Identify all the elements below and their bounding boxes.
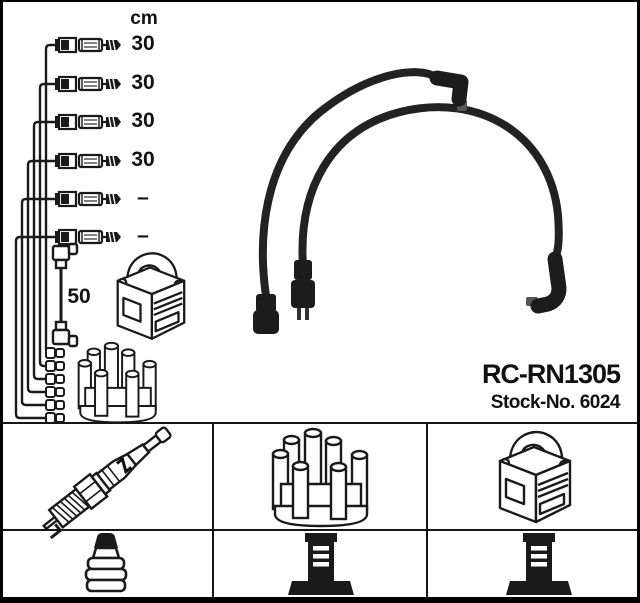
ignition-cable-short	[253, 68, 469, 334]
product-codes: RC-RN1305 Stock-No. 6024	[481, 359, 621, 414]
frame-border	[0, 0, 3, 603]
coil-terminal-icon	[288, 533, 354, 595]
table-column-divider	[426, 424, 428, 597]
spark-plug-boot-icon	[84, 533, 128, 593]
table-column-divider	[212, 424, 214, 597]
stock-number: Stock-No. 6024	[490, 392, 621, 414]
frame-border	[0, 597, 640, 603]
distributor-cap-icon	[77, 341, 157, 424]
table-border-top	[3, 422, 637, 424]
distributor-terminals	[45, 347, 65, 424]
table-row-divider	[3, 529, 637, 531]
spark-plug-icon	[42, 426, 172, 540]
coil-wire	[51, 242, 79, 348]
distributor-cap-icon	[271, 427, 369, 528]
cable-connector	[53, 152, 123, 170]
frame-border	[0, 0, 640, 2]
frame-border	[637, 0, 640, 603]
cable-connector	[53, 75, 123, 93]
ignition-coil-icon	[116, 252, 186, 340]
cable-photo	[253, 68, 567, 334]
coil-terminal-icon	[506, 533, 572, 595]
cable-connector	[53, 36, 123, 54]
cable-schematic	[14, 36, 186, 424]
ignition-coil-icon	[498, 430, 572, 524]
cable-connector	[53, 190, 123, 208]
ignition-cable-long	[291, 103, 567, 320]
cable-connector	[53, 113, 123, 131]
cable-connector	[53, 228, 123, 246]
part-number: RC-RN1305	[481, 359, 621, 389]
